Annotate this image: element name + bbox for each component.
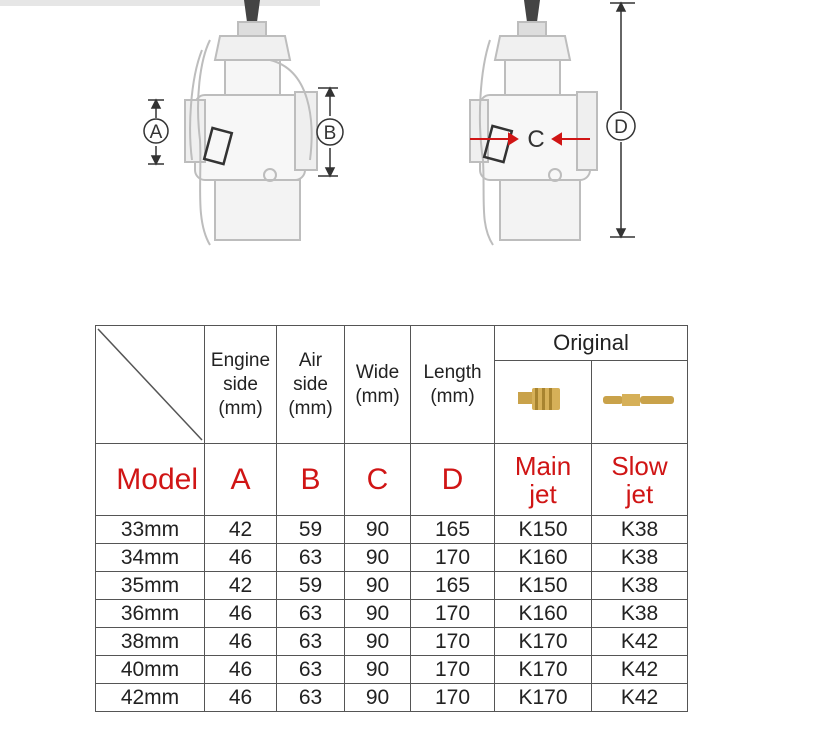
cell-air-side: 59 xyxy=(276,571,345,600)
cell-length: 170 xyxy=(410,543,495,572)
cell-slow-jet: K38 xyxy=(591,571,688,600)
cell-main-jet: K160 xyxy=(494,599,592,628)
header-air-side: Air side (mm) xyxy=(276,325,345,444)
cell-main-jet: K150 xyxy=(494,515,592,544)
cell-wide: 90 xyxy=(344,599,411,628)
model-label: Model xyxy=(95,443,205,516)
label-b: B xyxy=(324,123,337,144)
cell-length: 165 xyxy=(410,571,495,600)
cell-wide: 90 xyxy=(344,627,411,656)
cell-slow-jet: K38 xyxy=(591,543,688,572)
cell-wide: 90 xyxy=(344,655,411,684)
cell-slow-jet: K38 xyxy=(591,599,688,628)
col-a: A xyxy=(204,443,277,516)
header-engine-side: Engine side (mm) xyxy=(204,325,277,444)
main-jet-image-cell xyxy=(494,360,592,444)
slow-jet-icon xyxy=(602,393,674,406)
carburetor-diagram-ab: A B xyxy=(143,0,344,246)
cell-wide: 90 xyxy=(344,571,411,600)
cell-model: 42mm xyxy=(95,683,205,712)
cell-slow-jet: K38 xyxy=(591,515,688,544)
cell-slow-jet: K42 xyxy=(591,627,688,656)
col-d: D xyxy=(410,443,495,516)
carburetor-diagram-cd: C D xyxy=(469,0,636,246)
cell-slow-jet: K42 xyxy=(591,683,688,712)
cell-air-side: 63 xyxy=(276,599,345,628)
cell-length: 165 xyxy=(410,515,495,544)
cell-engine-side: 46 xyxy=(204,683,277,712)
label-a: A xyxy=(150,122,163,143)
cell-air-side: 63 xyxy=(276,543,345,572)
cell-engine-side: 46 xyxy=(204,599,277,628)
label-d: D xyxy=(614,117,628,138)
cell-model: 40mm xyxy=(95,655,205,684)
slow-jet-label: Slow jet xyxy=(591,443,688,516)
cell-slow-jet: K42 xyxy=(591,655,688,684)
cell-engine-side: 42 xyxy=(204,515,277,544)
cell-model: 34mm xyxy=(95,543,205,572)
cell-air-side: 63 xyxy=(276,627,345,656)
cell-main-jet: K160 xyxy=(494,543,592,572)
cell-model: 33mm xyxy=(95,515,205,544)
cell-length: 170 xyxy=(410,627,495,656)
cell-wide: 90 xyxy=(344,543,411,572)
cell-engine-side: 46 xyxy=(204,655,277,684)
cell-main-jet: K170 xyxy=(494,655,592,684)
cell-air-side: 63 xyxy=(276,655,345,684)
corner-cell xyxy=(95,325,205,444)
slow-jet-image-cell xyxy=(591,360,688,444)
cell-model: 38mm xyxy=(95,627,205,656)
cell-main-jet: K170 xyxy=(494,683,592,712)
top-decoration xyxy=(0,0,320,6)
diagonal-line xyxy=(97,328,203,441)
col-c: C xyxy=(344,443,411,516)
cell-length: 170 xyxy=(410,683,495,712)
col-b: B xyxy=(276,443,345,516)
cell-wide: 90 xyxy=(344,683,411,712)
carburetor-spec-table: Engine side (mm) Air side (mm) Wide (mm)… xyxy=(95,325,688,712)
header-original: Original xyxy=(494,325,688,361)
cell-engine-side: 46 xyxy=(204,543,277,572)
cell-engine-side: 42 xyxy=(204,571,277,600)
cell-model: 35mm xyxy=(95,571,205,600)
cell-length: 170 xyxy=(410,655,495,684)
cell-main-jet: K170 xyxy=(494,627,592,656)
cell-main-jet: K150 xyxy=(494,571,592,600)
header-length: Length (mm) xyxy=(410,325,495,444)
label-c: C xyxy=(527,126,544,153)
cell-engine-side: 46 xyxy=(204,627,277,656)
cell-wide: 90 xyxy=(344,515,411,544)
main-jet-label: Main jet xyxy=(494,443,592,516)
header-wide: Wide (mm) xyxy=(344,325,411,444)
cell-length: 170 xyxy=(410,599,495,628)
cell-air-side: 59 xyxy=(276,515,345,544)
main-jet-icon xyxy=(518,387,560,410)
cell-model: 36mm xyxy=(95,599,205,628)
cell-air-side: 63 xyxy=(276,683,345,712)
